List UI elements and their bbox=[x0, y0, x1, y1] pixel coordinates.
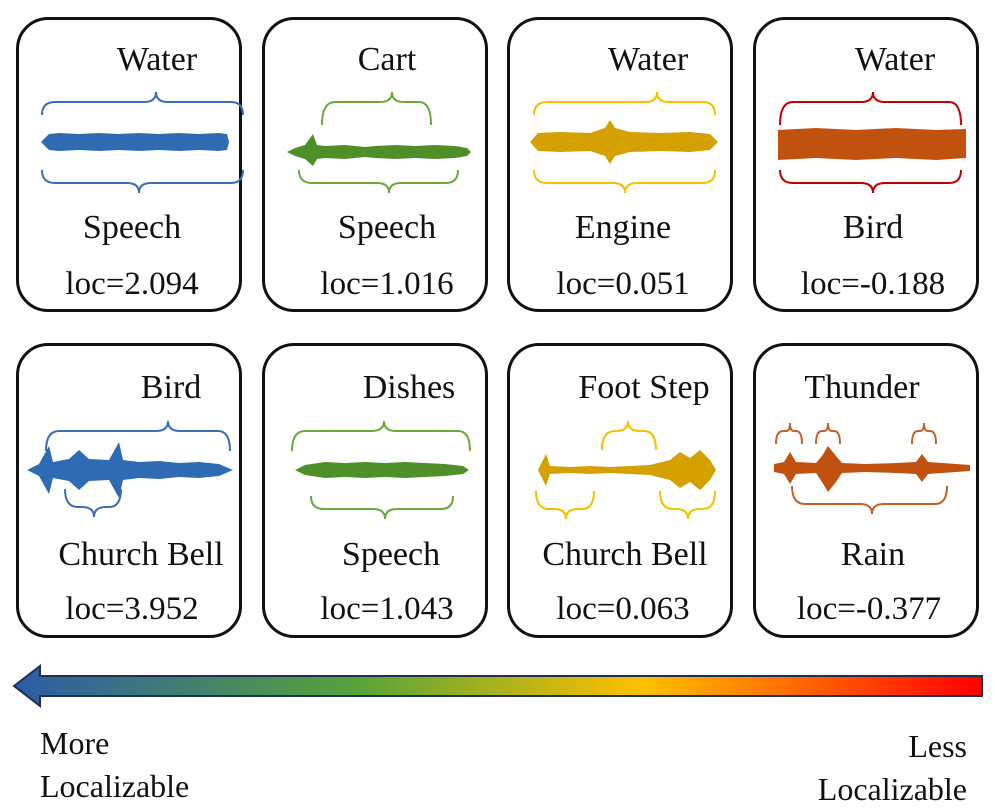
top-brace bbox=[601, 420, 657, 451]
top-brace-2 bbox=[815, 422, 841, 445]
waveform bbox=[295, 462, 469, 478]
bottom-event-label: Speech bbox=[337, 209, 437, 246]
top-brace bbox=[45, 420, 231, 452]
waveform bbox=[41, 133, 229, 151]
more-localizable-label: More Localizable bbox=[40, 722, 189, 808]
loc-value: loc=1.043 bbox=[320, 591, 454, 627]
bottom-brace bbox=[310, 495, 454, 520]
card-bird-churchbell: Bird Church Bell loc=3.952 bbox=[16, 343, 242, 638]
waveform bbox=[538, 450, 716, 490]
waveform bbox=[287, 134, 471, 166]
waveform-footstep-churchbell bbox=[535, 420, 716, 520]
top-event-label: Water bbox=[607, 41, 689, 78]
loc-value: loc=0.051 bbox=[556, 266, 690, 302]
card-footstep-churchbell: Foot Step Church Bell loc=0.063 bbox=[507, 343, 733, 638]
top-event-label: Thunder bbox=[804, 369, 920, 406]
waveform bbox=[27, 442, 233, 498]
loc-value: loc=2.094 bbox=[65, 266, 199, 302]
waveform-water-speech bbox=[41, 91, 244, 194]
localizability-arrow bbox=[12, 663, 983, 709]
waveform bbox=[774, 446, 970, 492]
waveform bbox=[778, 128, 966, 160]
bottom-brace bbox=[41, 169, 244, 194]
waveform-thunder-rain bbox=[774, 422, 970, 515]
top-event-label: Bird bbox=[140, 369, 202, 406]
waveform-dishes-speech bbox=[291, 420, 471, 520]
card-dishes-speech: Dishes Speech loc=1.043 bbox=[262, 343, 488, 638]
loc-value: loc=-0.188 bbox=[800, 266, 946, 302]
bottom-event-label: Bird bbox=[842, 209, 904, 246]
more-localizable-text: More Localizable bbox=[40, 725, 190, 804]
card-water-speech: Water Speech loc=2.094 bbox=[16, 17, 244, 312]
bottom-event-label: Engine bbox=[574, 209, 672, 246]
card-cart-speech: Cart Speech loc=1.016 bbox=[262, 17, 488, 312]
bottom-event-label: Rain bbox=[840, 536, 906, 573]
bottom-brace bbox=[298, 169, 459, 194]
top-brace-1 bbox=[775, 422, 803, 445]
less-localizable-text: Less Localizable bbox=[817, 728, 967, 807]
loc-value: loc=0.063 bbox=[556, 591, 690, 627]
bottom-brace bbox=[533, 169, 716, 194]
bottom-brace-left bbox=[535, 490, 595, 520]
waveform-water-bird bbox=[778, 91, 966, 194]
bottom-brace bbox=[791, 485, 948, 515]
less-localizable-label: Less Localizable bbox=[818, 725, 967, 811]
bottom-event-label: Church Bell bbox=[58, 536, 224, 573]
top-brace bbox=[779, 91, 962, 126]
waveform-cart-speech bbox=[287, 91, 471, 194]
loc-value: loc=-0.377 bbox=[796, 591, 942, 627]
waveform-water-engine bbox=[530, 91, 718, 194]
top-brace bbox=[321, 91, 432, 126]
loc-value: loc=1.016 bbox=[320, 266, 454, 302]
loc-value: loc=3.952 bbox=[65, 591, 199, 627]
top-event-label: Foot Step bbox=[578, 369, 710, 406]
card-water-bird: Water Bird loc=-0.188 bbox=[753, 17, 979, 312]
top-event-label: Water bbox=[116, 41, 198, 78]
bottom-event-label: Speech bbox=[82, 209, 182, 246]
top-brace-3 bbox=[911, 422, 937, 445]
arrow-shape bbox=[12, 663, 983, 709]
top-event-label: Dishes bbox=[362, 369, 456, 406]
bottom-event-label: Speech bbox=[341, 536, 441, 573]
waveform-bird-churchbell bbox=[27, 420, 233, 518]
card-thunder-rain: Thunder Rain loc=-0.377 bbox=[753, 343, 979, 638]
top-event-label: Cart bbox=[357, 41, 417, 78]
top-brace bbox=[533, 91, 716, 116]
top-brace bbox=[41, 91, 244, 116]
bottom-brace-right bbox=[659, 490, 716, 520]
bottom-brace bbox=[64, 488, 122, 518]
waveform bbox=[530, 120, 718, 164]
card-water-engine: Water Engine loc=0.051 bbox=[507, 17, 733, 312]
bottom-event-label: Church Bell bbox=[542, 536, 708, 573]
top-brace bbox=[291, 420, 471, 452]
top-event-label: Water bbox=[854, 41, 936, 78]
bottom-brace bbox=[779, 169, 962, 194]
